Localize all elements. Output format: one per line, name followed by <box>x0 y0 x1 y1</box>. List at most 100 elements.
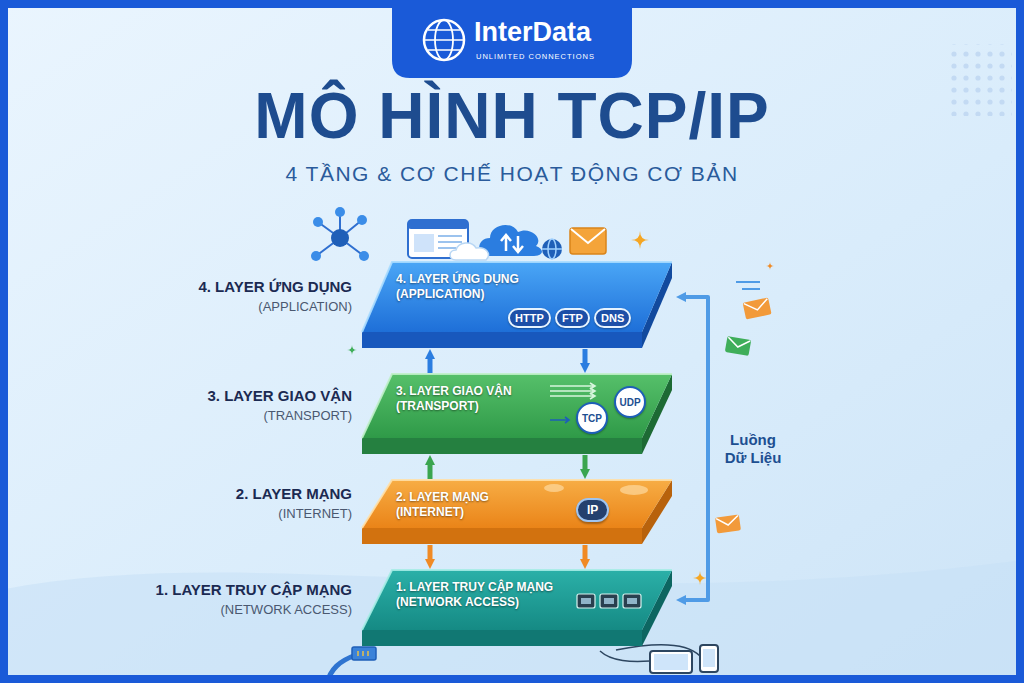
motion-lines <box>736 282 760 289</box>
sparkle <box>631 231 649 249</box>
layer-flow-arrow <box>583 349 588 364</box>
world-map-shape <box>544 484 564 492</box>
ethernet-port <box>623 594 641 608</box>
network-icon-hub <box>331 229 349 247</box>
protocol-circle: TCP <box>576 402 608 434</box>
flying-envelope-flap <box>727 337 750 349</box>
protocol-circle: UDP <box>614 386 646 418</box>
slab-front <box>362 332 642 348</box>
subtitle: 4 TẦNG & CƠ CHẾ HOẠT ĐỘNG CƠ BẢN <box>0 162 1024 186</box>
protocol-name: TCP <box>582 413 602 424</box>
browser-icon-bar <box>408 220 468 229</box>
layer-english-name: (INTERNET) <box>278 506 352 522</box>
sparkle <box>347 345 357 355</box>
slab-top <box>362 262 672 332</box>
network-icon-node <box>335 207 345 217</box>
network-icon-node <box>357 215 367 225</box>
sparkle <box>693 571 707 585</box>
data-stream-arrow <box>550 383 595 389</box>
data-stream-arrow <box>550 417 569 423</box>
ethernet-port-slot <box>627 598 637 604</box>
protocol-name: UDP <box>619 397 640 408</box>
layer-flow-arrow <box>428 545 433 560</box>
ethernet-port-slot <box>604 598 614 604</box>
sparkle <box>766 262 774 270</box>
network-icon-node <box>311 251 321 261</box>
slab-front <box>362 630 642 646</box>
layer-title: 1. LAYER TRUY CẬP MẠNG (NETWORK ACCESS) <box>396 570 571 610</box>
layer-english-name: (TRANSPORT) <box>263 408 352 424</box>
slab-top <box>362 374 672 438</box>
mail-icon-flap <box>571 229 605 243</box>
logo-tab <box>392 0 632 78</box>
flow-label: Luồng Dữ Liệu <box>720 431 786 467</box>
layer-flow-arrow <box>583 455 588 470</box>
data-flow-arrow <box>685 297 708 600</box>
logo-globe <box>424 20 464 60</box>
phone-icon <box>700 645 718 672</box>
protocol-name: IP <box>587 503 598 517</box>
protocol-name: FTP <box>562 310 583 326</box>
layer-english-name: (APPLICATION) <box>258 299 352 315</box>
protocol-badge: DNS <box>594 308 631 328</box>
device-wire <box>600 651 650 661</box>
ethernet-port <box>600 594 618 608</box>
network-icon-node <box>359 251 369 261</box>
ethernet-pins <box>358 651 368 656</box>
layer-flow-arrow <box>583 545 588 560</box>
cloud-icon <box>479 225 542 256</box>
slab-top <box>362 480 672 528</box>
flying-envelope <box>715 514 741 533</box>
layer-slab: 3. LAYER GIAO VẬN (TRANSPORT) TCP UDP <box>362 374 672 454</box>
slab-front <box>362 528 642 544</box>
slab-rim <box>362 262 672 332</box>
layer-name: 3. LAYER GIAO VẬN <box>208 387 352 405</box>
layer-slab: 4. LAYER ỨNG DỤNG (APPLICATION) HTTP FTP DN… <box>362 262 672 348</box>
layer-title: 2. LAYER MẠNG (INTERNET) <box>396 480 546 520</box>
main-title: MÔ HÌNH TCP/IP <box>0 80 1024 154</box>
globe-icon <box>542 239 562 259</box>
slab-rim <box>362 480 672 528</box>
network-icon-links <box>316 212 364 256</box>
layer-flow-arrow <box>428 358 433 373</box>
layer-flow-arrow <box>428 464 433 479</box>
slab-top <box>362 570 672 630</box>
slab-front <box>362 438 642 454</box>
network-icon-node <box>313 217 323 227</box>
layer-title: 3. LAYER GIAO VẬN (TRANSPORT) <box>396 374 546 414</box>
protocol-name: DNS <box>601 310 624 326</box>
brand-name: InterData <box>474 18 591 48</box>
flying-envelope <box>725 336 751 356</box>
layer-english-name: (NETWORK ACCESS) <box>221 602 352 618</box>
tablet-icon <box>650 651 692 673</box>
cloud-transfer-arrows <box>501 235 523 252</box>
brand-tagline: UNLIMITED CONNECTIONS <box>476 52 595 61</box>
mail-icon <box>570 228 606 254</box>
layer-name: 2. LAYER MẠNG <box>236 485 352 503</box>
flying-envelope-flap <box>716 516 739 527</box>
protocol-name: HTTP <box>515 310 544 326</box>
data-stream-arrow <box>550 388 595 394</box>
world-map-shape <box>620 485 648 495</box>
layer-name: 1. LAYER TRUY CẬP MẠNG <box>156 581 352 599</box>
browser-icon-image <box>414 234 434 252</box>
flying-envelope <box>743 297 772 319</box>
layer-name: 4. LAYER ỨNG DỤNG <box>198 278 352 296</box>
data-stream-arrow <box>550 393 595 399</box>
globe-icon-equator <box>542 248 562 250</box>
ethernet-plug <box>352 647 376 660</box>
tablet-screen <box>654 654 688 670</box>
ip-router: IP <box>576 498 609 522</box>
layer-slab: 2. LAYER MẠNG (INTERNET) IP <box>362 480 672 544</box>
layer-title: 4. LAYER ỨNG DỤNG (APPLICATION) <box>396 262 546 302</box>
flying-envelope-flap <box>744 299 769 313</box>
logo-globe-lines <box>424 30 464 50</box>
protocol-badge: HTTP <box>508 308 551 328</box>
layer-slab: 1. LAYER TRUY CẬP MẠNG (NETWORK ACCESS) <box>362 570 672 646</box>
dot-grid <box>950 44 1012 116</box>
slab-rim <box>362 570 672 630</box>
ethernet-port <box>577 594 595 608</box>
